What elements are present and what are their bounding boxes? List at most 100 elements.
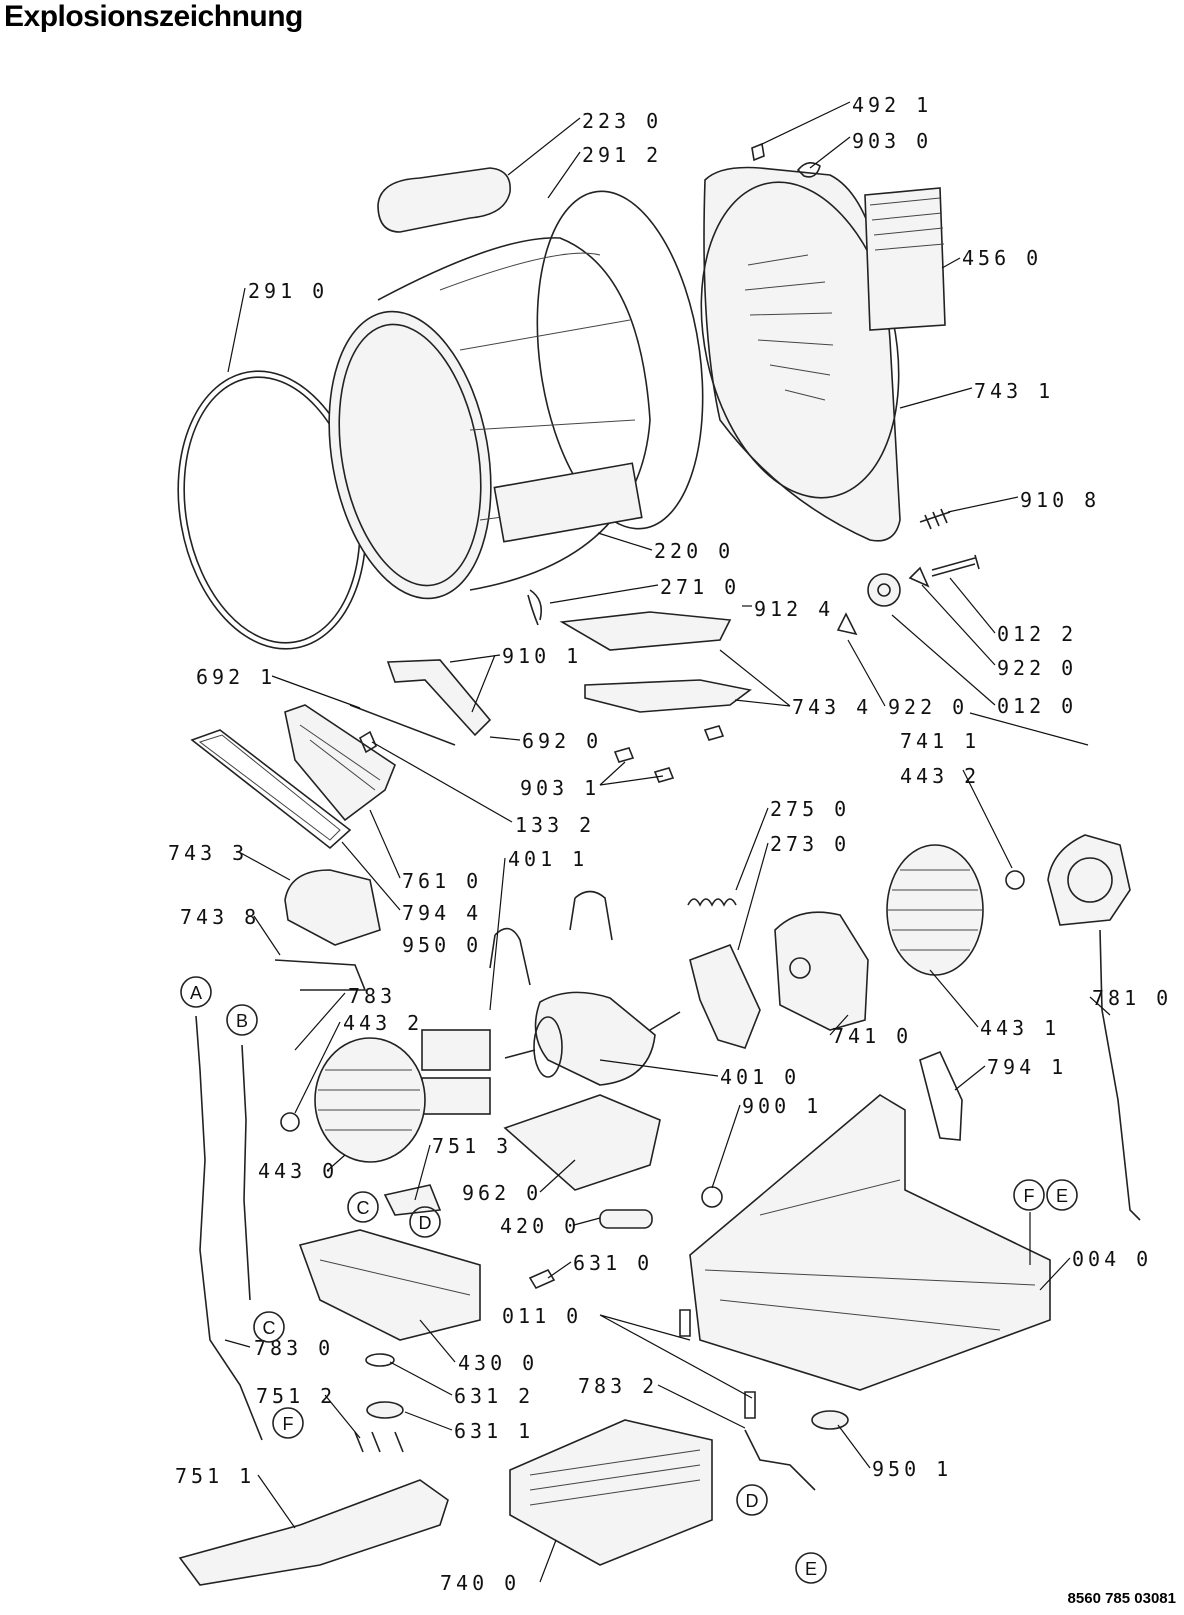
part-label-223-0: 223 0 xyxy=(582,109,662,133)
part-label-004-0: 004 0 xyxy=(1072,1247,1152,1271)
part-900-1-drawing xyxy=(701,1186,723,1208)
part-012-2-drawing xyxy=(931,554,980,577)
part-740-0-drawing xyxy=(509,1419,713,1566)
part-label-743-8: 743 8 xyxy=(180,905,260,929)
part-label-903-0: 903 0 xyxy=(852,129,932,153)
part-741-1-drawing xyxy=(1047,834,1131,926)
connector-c-bottom-label: C xyxy=(263,1318,276,1338)
connector-e-right-label: E xyxy=(1056,1186,1068,1206)
part-004-0-base-drawing xyxy=(689,1094,1051,1391)
connector-f-bottom: F xyxy=(272,1407,304,1439)
part-794-4-drawing xyxy=(190,729,352,850)
page-title: Explosionszeichnung xyxy=(4,0,303,33)
part-label-781-0: 781 0 xyxy=(1092,986,1172,1010)
part-label-692-0: 692 0 xyxy=(522,729,602,753)
connector-b-label: B xyxy=(236,1011,248,1031)
part-label-900-1: 900 1 xyxy=(742,1094,822,1118)
part-label-492-1: 492 1 xyxy=(852,93,932,117)
part-910-8-drawing xyxy=(919,508,951,530)
part-291-2-drawing xyxy=(536,190,704,530)
part-631-2-drawing xyxy=(365,1353,395,1367)
connector-d-top: D xyxy=(409,1206,441,1238)
part-220-0-drum-drawing xyxy=(328,237,651,621)
part-label-420-0: 420 0 xyxy=(500,1214,580,1238)
connector-c-top: C xyxy=(347,1191,379,1223)
connector-f-right-label: F xyxy=(1024,1186,1035,1206)
part-label-631-1: 631 1 xyxy=(454,1419,534,1443)
part-443-2-clamp-drawing xyxy=(1005,870,1025,890)
connector-e-bottom-label: E xyxy=(805,1559,817,1579)
part-692-1-drawing xyxy=(349,704,456,746)
part-label-922-0: 922 0 xyxy=(888,695,968,719)
part-492-1-drawing xyxy=(751,142,765,162)
part-631-0-drawing xyxy=(528,1268,556,1290)
part-273-0-drawing xyxy=(689,943,761,1049)
part-label-011-0: 011 0 xyxy=(502,1304,582,1328)
part-443-0-drawing xyxy=(314,1037,426,1163)
part-751-2-drawing xyxy=(354,1431,404,1453)
part-label-133-2: 133 2 xyxy=(515,813,595,837)
part-443-2-clamp-left-drawing xyxy=(280,1112,300,1132)
part-751-1-drawing xyxy=(178,1479,449,1586)
part-903-0-drawing xyxy=(796,162,821,178)
part-751-3-drawing xyxy=(383,1184,442,1216)
part-label-761-0: 761 0 xyxy=(402,869,482,893)
part-label-443-2-right: 443 2 xyxy=(900,764,980,788)
part-910-1-drawing xyxy=(386,659,492,737)
part-label-950-0: 950 0 xyxy=(402,933,482,957)
connector-e-right: E xyxy=(1046,1179,1078,1211)
hose-b-drawing xyxy=(241,1044,251,1301)
part-label-912-4: 912 4 xyxy=(754,597,834,621)
part-label-430-0: 430 0 xyxy=(458,1351,538,1375)
part-label-741-1: 741 1 xyxy=(900,729,980,753)
connector-d-bottom-label: D xyxy=(746,1491,759,1511)
part-223-0-drawing xyxy=(377,167,511,233)
part-271-0-drawing xyxy=(527,594,539,626)
part-743-4-drawing xyxy=(559,611,752,713)
part-903-1-drawing xyxy=(613,725,725,783)
hose-a-drawing xyxy=(195,1015,263,1441)
part-label-631-2: 631 2 xyxy=(454,1384,534,1408)
part-label-783-2: 783 2 xyxy=(578,1374,658,1398)
part-401-0-motor-drawing xyxy=(504,991,681,1086)
part-label-012-0: 012 0 xyxy=(997,694,1077,718)
part-743-8-drawing xyxy=(274,959,367,991)
part-label-794-1: 794 1 xyxy=(987,1055,1067,1079)
part-631-1-drawing xyxy=(366,1401,404,1419)
part-label-783: 783 xyxy=(348,984,396,1008)
part-761-0-drawing xyxy=(284,704,396,822)
part-741-0-drawing xyxy=(774,911,869,1031)
part-275-0-drawing xyxy=(687,898,737,907)
connector-f-bottom-label: F xyxy=(283,1414,294,1434)
part-label-751-2: 751 2 xyxy=(256,1384,336,1408)
part-012-0-drawing xyxy=(867,573,901,607)
part-label-962-0: 962 0 xyxy=(462,1181,542,1205)
part-label-950-1: 950 1 xyxy=(872,1457,952,1481)
part-label-631-0: 631 0 xyxy=(573,1251,653,1275)
part-401-1-drawing xyxy=(489,927,531,986)
part-label-692-1: 692 1 xyxy=(196,665,276,689)
part-label-743-3: 743 3 xyxy=(168,841,248,865)
part-label-751-3: 751 3 xyxy=(432,1134,512,1158)
part-label-903-1: 903 1 xyxy=(520,776,600,800)
part-label-922-0-right: 922 0 xyxy=(997,656,1077,680)
part-label-783-0: 783 0 xyxy=(254,1336,334,1360)
part-430-0-drawing xyxy=(298,1229,481,1341)
part-950-0-drawing xyxy=(421,1029,491,1071)
part-label-271-0: 271 0 xyxy=(660,575,740,599)
part-label-740-0: 740 0 xyxy=(440,1571,520,1595)
part-label-910-1: 910 1 xyxy=(502,644,582,668)
part-label-401-1: 401 1 xyxy=(508,847,588,871)
part-label-275-0: 275 0 xyxy=(770,797,850,821)
part-420-0-drawing xyxy=(599,1209,653,1229)
part-label-291-0: 291 0 xyxy=(248,279,328,303)
part-443-1-drawing xyxy=(886,844,984,976)
part-743-1-rear-panel-drawing xyxy=(700,166,901,542)
connector-a-label: A xyxy=(190,983,202,1003)
part-962-0-drawing xyxy=(503,1094,661,1191)
part-label-273-0: 273 0 xyxy=(770,832,850,856)
part-781-0-drawing xyxy=(1099,929,1141,1221)
part-label-012-2: 012 2 xyxy=(997,622,1077,646)
leader-lines xyxy=(224,101,1111,1583)
